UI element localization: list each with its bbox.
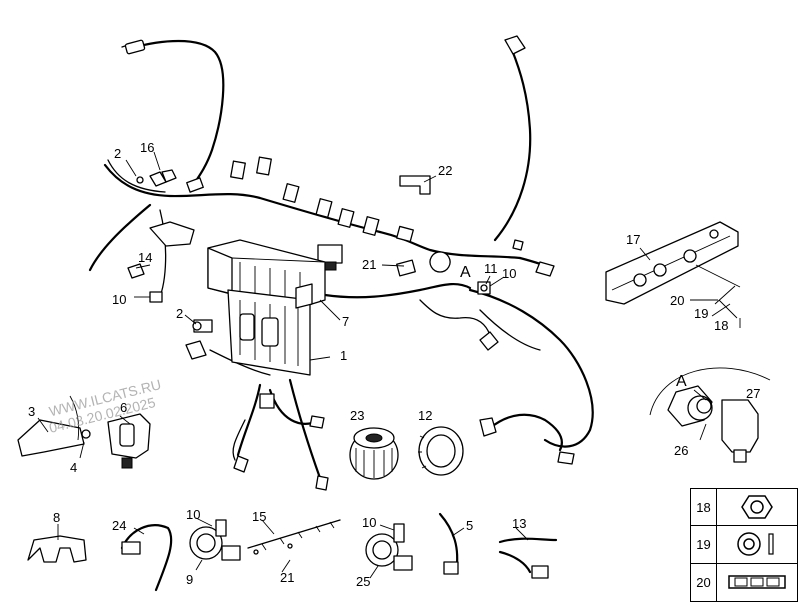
callout-2: 2: [114, 146, 121, 161]
callout-4: 4: [70, 460, 77, 475]
bottom-parts: [27, 512, 558, 592]
control-unit-box: [207, 239, 326, 376]
callout-25: 25: [356, 574, 370, 589]
legend-symbol: [717, 564, 797, 601]
callout-21: 21: [280, 570, 294, 585]
left-bracket-parts: [17, 395, 151, 469]
top-connectors: [124, 35, 526, 271]
callout-9: 9: [186, 572, 193, 587]
detail-a-marker: A: [460, 264, 471, 281]
callout-14: 14: [138, 250, 152, 265]
speed-sensor: [479, 413, 563, 452]
callout-10: 10: [502, 266, 516, 281]
legend-number: 18: [691, 489, 717, 527]
callout-27: 27: [746, 386, 760, 401]
callout-13: 13: [512, 516, 526, 531]
callout-labels: 1 2 2 16 14 10 7 22 21 A 11 10 17 20 19 …: [28, 140, 760, 589]
fuse-strip-icon: [728, 575, 786, 590]
legend-symbol: [717, 489, 797, 527]
callout-5: 5: [466, 518, 473, 533]
right-side-clips: [233, 175, 575, 491]
callout-8: 8: [53, 510, 60, 525]
callout-7: 7: [342, 314, 349, 329]
detail-a-label: A: [676, 373, 687, 390]
callout-2: 2: [176, 306, 183, 321]
callout-11: 11: [484, 261, 498, 276]
callout-17: 17: [626, 232, 640, 247]
legend-symbol: [717, 526, 797, 564]
callout-18: 18: [714, 318, 728, 333]
callout-22: 22: [438, 163, 452, 178]
callout-1: 1: [340, 348, 347, 363]
washer-and-pin-icon: [737, 532, 774, 557]
round-components: [349, 426, 464, 480]
bracket-plate: [605, 221, 741, 328]
callout-10: 10: [362, 515, 376, 530]
leader-lines: [37, 151, 731, 579]
callout-20: 20: [670, 293, 684, 308]
callout-12: 12: [418, 408, 432, 423]
callout-3: 3: [28, 404, 35, 419]
fastener-legend-table: 18 19 20: [690, 488, 798, 602]
callout-23: 23: [350, 408, 364, 423]
legend-number: 19: [691, 526, 717, 564]
callout-24: 24: [112, 518, 126, 533]
detail-a: [649, 367, 771, 463]
callout-21: 21: [362, 257, 376, 272]
legend-number: 20: [691, 563, 717, 601]
callout-16: 16: [140, 140, 154, 155]
callout-6: 6: [120, 400, 127, 415]
callout-15: 15: [252, 509, 266, 524]
hex-nut-icon: [741, 495, 773, 519]
main-harness: [88, 39, 594, 480]
callout-10: 10: [112, 292, 126, 307]
callout-19: 19: [694, 306, 708, 321]
callout-10: 10: [186, 507, 200, 522]
callout-26: 26: [674, 443, 688, 458]
